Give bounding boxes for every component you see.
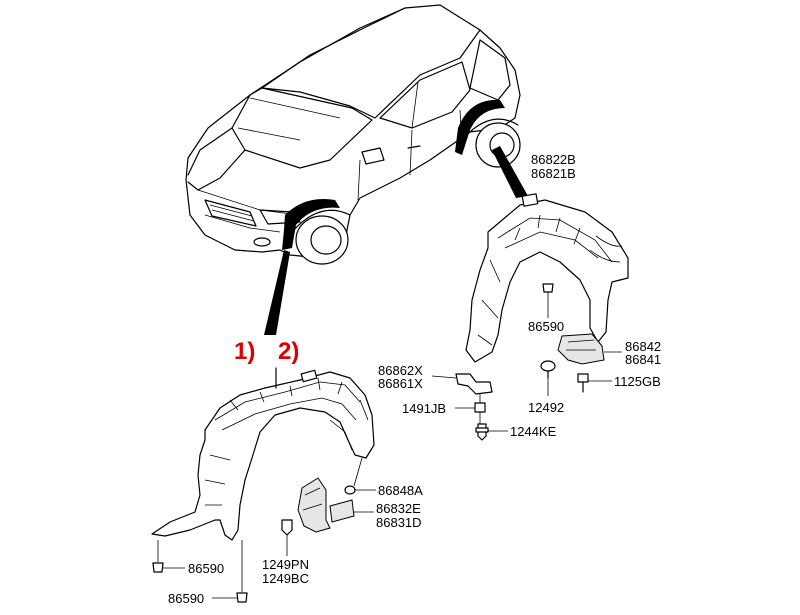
callout-1: 1)	[234, 338, 256, 365]
grommet-86848a	[344, 457, 376, 495]
rear-bolt	[577, 373, 612, 393]
bracket-86861x	[431, 373, 493, 404]
part-label-86590-front-1: 86590	[188, 561, 225, 576]
part-label-86861x: 86861X	[378, 376, 423, 391]
nut-1491jb	[455, 402, 486, 424]
rear-clip	[542, 283, 554, 318]
part-label-86831d: 86831D	[376, 515, 422, 530]
part-label-1249bc: 1249BC	[262, 571, 309, 586]
part-label-1125gb: 1125GB	[614, 374, 661, 389]
part-label-1249pn: 1249PN	[262, 557, 309, 572]
part-label-1491jb: 1491JB	[402, 401, 447, 416]
part-label-86822b: 86822B	[531, 152, 576, 167]
part-label-12492: 12492	[528, 400, 565, 415]
callout-2: 2)	[278, 338, 300, 365]
part-label-86841: 86841	[625, 352, 662, 367]
rear-wheel-liner	[465, 193, 629, 363]
front-clip-1	[152, 540, 185, 573]
part-label-1244ke: 1244KE	[510, 424, 557, 439]
part-label-86848a: 86848A	[378, 483, 423, 498]
part-label-86821b: 86821B	[531, 166, 576, 181]
rear-mudflap	[557, 333, 622, 365]
front-wheel-liner	[151, 367, 375, 541]
screw-1249pn	[281, 519, 293, 556]
front-mudflap	[297, 477, 374, 533]
rear-clip-12492	[540, 360, 556, 396]
car-illustration	[185, 4, 528, 335]
part-label-86590-front-2: 86590	[168, 591, 205, 606]
part-label-86842: 86842	[625, 339, 662, 354]
part-label-86590-rear: 86590	[528, 319, 565, 334]
part-label-86832e: 86832E	[376, 501, 421, 516]
part-label-86862x: 86862X	[378, 363, 423, 378]
screw-1244ke	[475, 423, 508, 441]
front-clip-2	[212, 540, 248, 603]
